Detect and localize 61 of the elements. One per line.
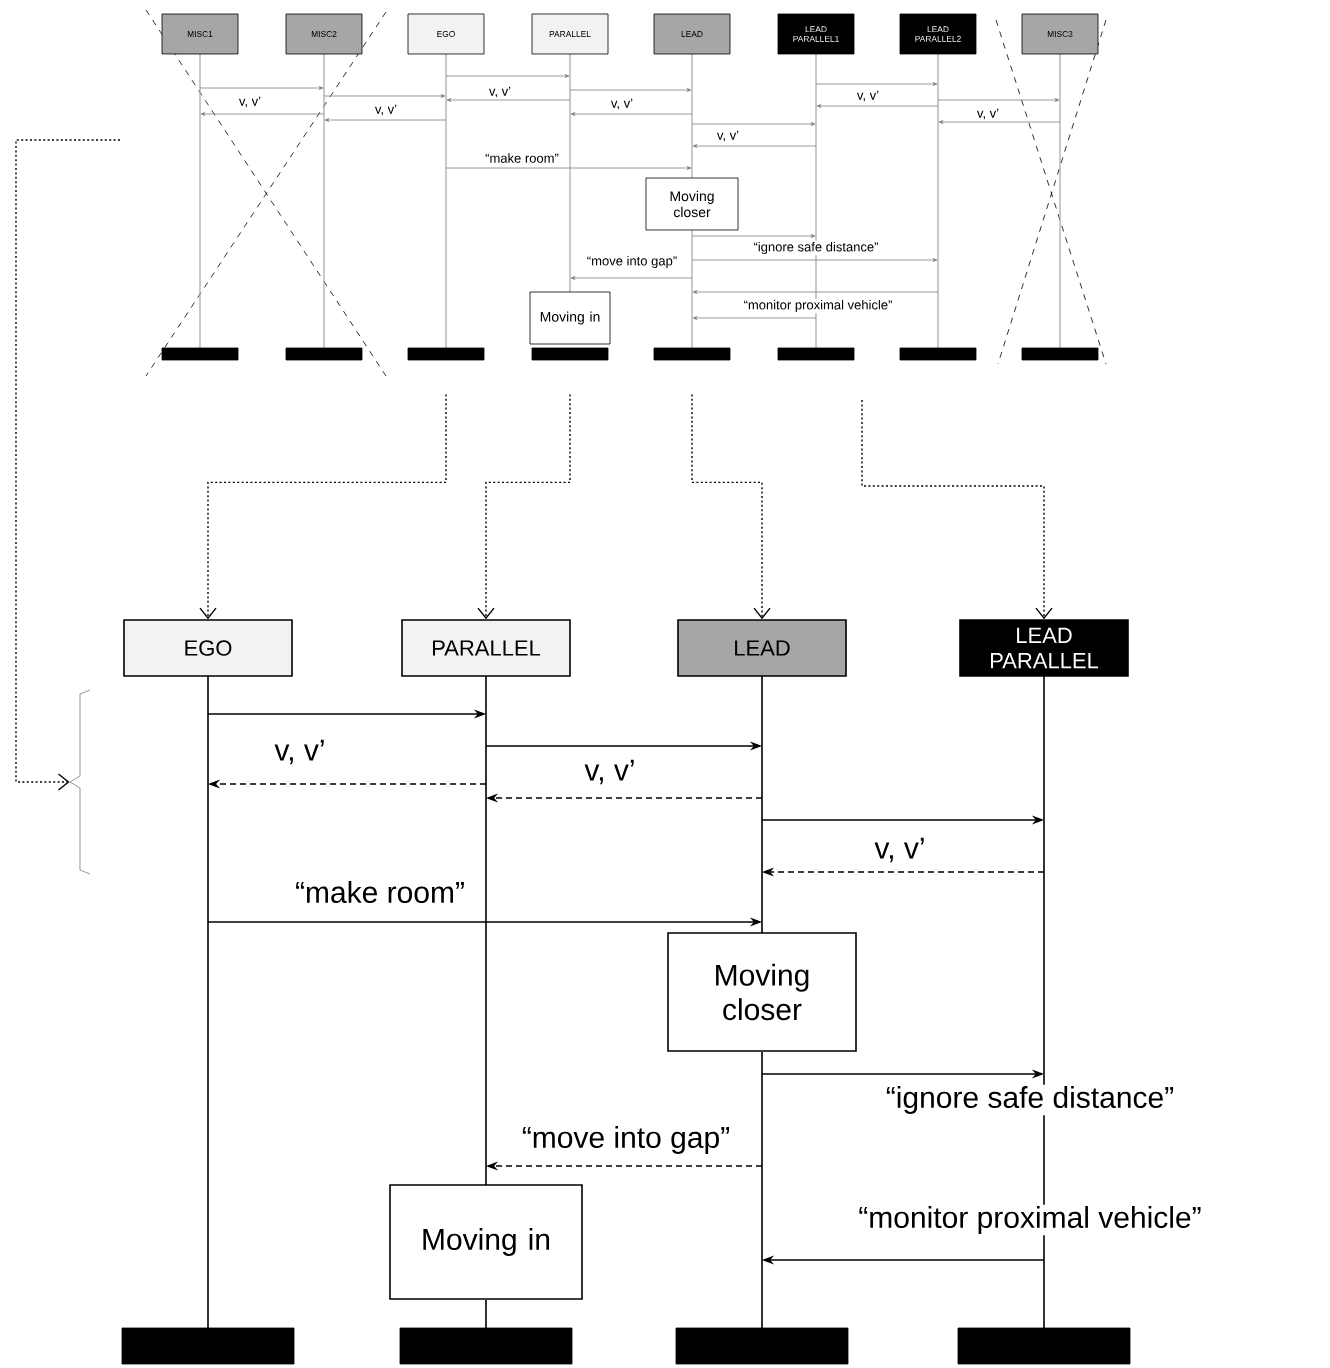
dotted-arrow (199, 393, 447, 620)
message-arrow (692, 144, 817, 148)
edge-label: “monitor proximal vehicle” (857, 1204, 1203, 1236)
message-arrow (324, 118, 447, 122)
dotted-arrow (15, 139, 121, 791)
lifeline-end-bar (121, 1327, 295, 1365)
lifeline (323, 54, 325, 348)
message-arrow (569, 88, 692, 92)
message-arrow (691, 122, 816, 126)
lifeline (485, 1300, 487, 1328)
activity-box: Moving closer (667, 932, 857, 1052)
lifeline-end-bar (777, 347, 855, 361)
edge-label: v, v’ (583, 758, 637, 786)
message-arrow (692, 316, 817, 320)
dotted-arrow (691, 393, 771, 620)
message-arrow (691, 234, 816, 238)
message-arrow (199, 86, 324, 90)
message-arrow (445, 74, 570, 78)
message-arrow (570, 112, 693, 116)
lifeline-end-bar (653, 347, 731, 361)
edge-label: v, v’ (873, 836, 927, 864)
lifeline (199, 54, 201, 348)
lifeline-header: LEAD (677, 619, 847, 677)
dotted-arrow (477, 393, 571, 620)
message-arrow (692, 290, 939, 294)
lifeline-header: EGO (123, 619, 293, 677)
lifeline-end-bar (285, 347, 363, 361)
activity-box: Moving in (389, 1184, 583, 1300)
lifeline-end-bar (957, 1327, 1131, 1365)
message-arrow (323, 94, 446, 98)
message-arrow (200, 112, 325, 116)
message-arrow (937, 98, 1060, 102)
lifeline (937, 54, 939, 348)
lifeline (691, 230, 693, 348)
lifeline-end-bar (531, 347, 609, 361)
lifeline-end-bar (161, 347, 239, 361)
lifeline (1059, 54, 1061, 348)
lifeline-header: LEAD PARALLEL (959, 619, 1129, 677)
edge-label: “make room” (293, 879, 467, 905)
lifeline-end-bar (675, 1327, 849, 1365)
lifeline-end-bar (1021, 347, 1099, 361)
message-arrow (570, 276, 693, 280)
lifeline (691, 54, 693, 178)
message-arrow (691, 258, 938, 262)
lifeline-end-bar (399, 1327, 573, 1365)
message-arrow (445, 166, 692, 170)
lifeline (815, 54, 817, 348)
lifeline (445, 54, 447, 348)
dotted-arrow (861, 399, 1053, 620)
lifeline-end-bar (899, 347, 977, 361)
lifeline-header: PARALLEL (401, 619, 571, 677)
lifeline-end-bar (407, 347, 485, 361)
message-arrow (446, 98, 571, 102)
message-arrow (815, 82, 938, 86)
message-arrow (816, 104, 939, 108)
message-arrow (938, 120, 1061, 124)
edge-label: “ignore safe distance” (884, 1084, 1176, 1116)
lifeline (569, 54, 571, 292)
edge-label: “move into gap” (520, 1124, 732, 1156)
edge-label: v, v’ (273, 738, 327, 766)
bracket (69, 689, 91, 875)
